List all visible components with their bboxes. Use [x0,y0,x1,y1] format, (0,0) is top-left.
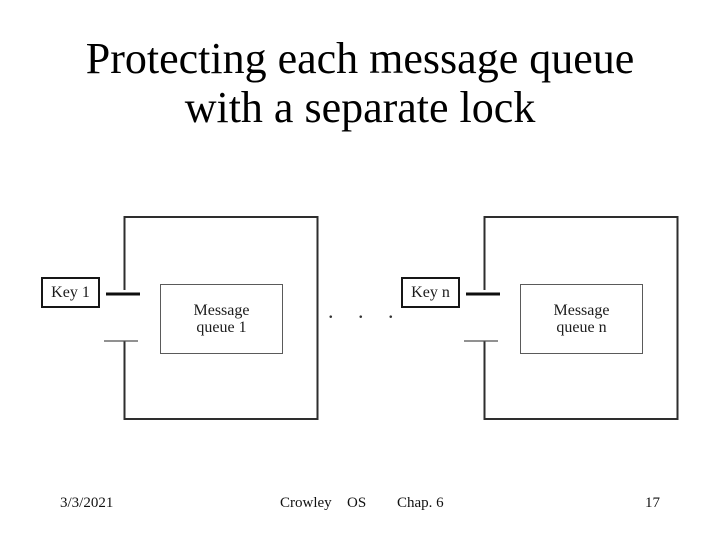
footer-date: 3/3/2021 [60,495,114,511]
footer-author: Crowley [280,495,332,511]
message-queue-diagram-n: Key n Message queue n [401,216,679,420]
key-label: Key 1 [51,283,90,301]
message-queue-box: Message queue n [520,284,643,354]
message-queue-box: Message queue 1 [160,284,283,354]
footer-course: OS [347,495,367,511]
container-outline [123,216,319,420]
key-box: Key 1 [41,277,100,308]
message-queue-diagram-1: Key 1 Message queue 1 [41,216,319,420]
queue-container-box [464,216,679,420]
container-outline [483,216,679,420]
queue-container-box [104,216,319,420]
footer-chapter: Chap. 6 [397,495,444,511]
key-label: Key n [411,283,450,301]
page-number: 17 [645,495,660,511]
ellipsis: . . . [328,298,394,323]
key-box: Key n [401,277,460,308]
slide-title: Protecting each message queue with a sep… [85,34,635,132]
queue-label: Message queue n [553,302,610,336]
queue-label: Message queue 1 [193,302,250,336]
